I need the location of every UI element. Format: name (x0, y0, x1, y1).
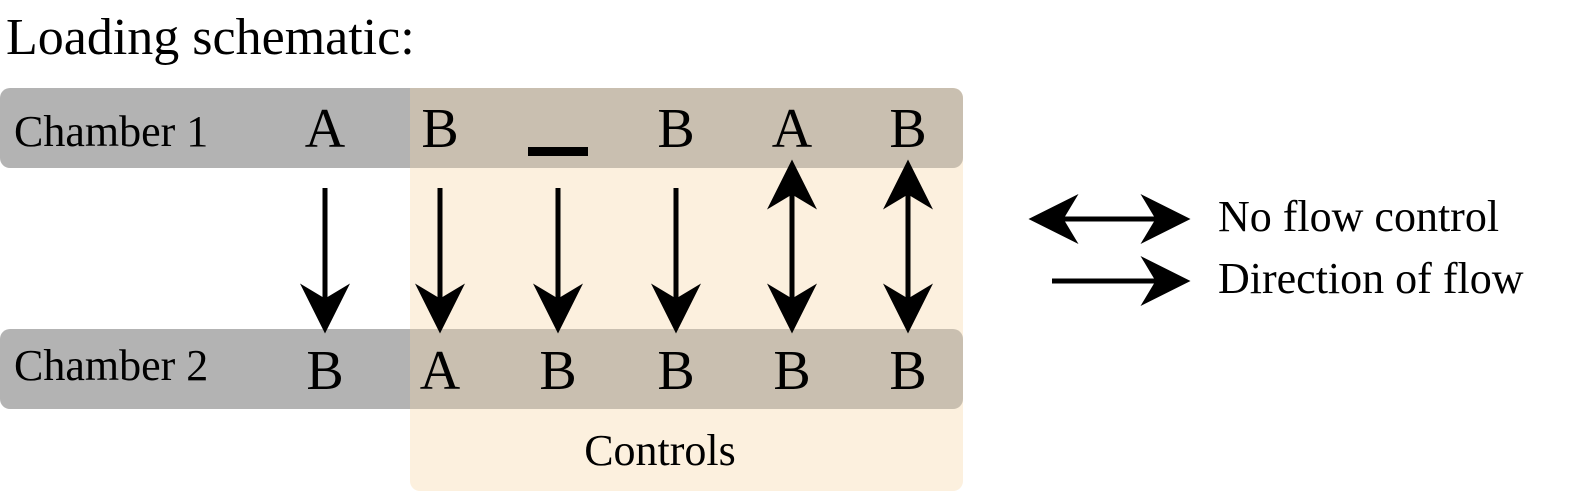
column-group: A B B A B B B A B B B (300, 98, 933, 402)
chamber-1-cell-4: B (657, 98, 694, 160)
chamber-2-cell-5: B (773, 340, 810, 402)
chamber-2-band-joint (410, 329, 430, 409)
chamber-1-label: Chamber 1 (14, 107, 208, 156)
diagram-title: Loading schematic: (6, 9, 415, 66)
chamber-2-cell-6: B (889, 340, 926, 402)
legend-no-flow-control-label: No flow control (1218, 192, 1499, 241)
chamber-2-cell-3: B (539, 340, 576, 402)
chamber-1-cell-6: B (889, 98, 926, 160)
chamber-1-cell-1: A (305, 98, 346, 160)
chamber-2-cell-2: A (420, 340, 461, 402)
chamber-2-band (0, 329, 420, 409)
chamber-1-empty-cell-3 (528, 147, 588, 156)
chamber-1-band-joint (410, 88, 430, 168)
chamber-1-cell-5: A (772, 98, 813, 160)
chamber-2-band-controls (410, 329, 963, 409)
legend: No flow control Direction of flow (1028, 192, 1524, 306)
chamber-2-label: Chamber 2 (14, 341, 208, 390)
legend-direction-of-flow-label: Direction of flow (1218, 254, 1524, 303)
chamber-1-cell-2: B (421, 98, 458, 160)
chamber-1-band (0, 88, 420, 168)
controls-label: Controls (584, 426, 736, 475)
chamber-2-cell-4: B (657, 340, 694, 402)
chamber-2-cell-1: B (306, 340, 343, 402)
